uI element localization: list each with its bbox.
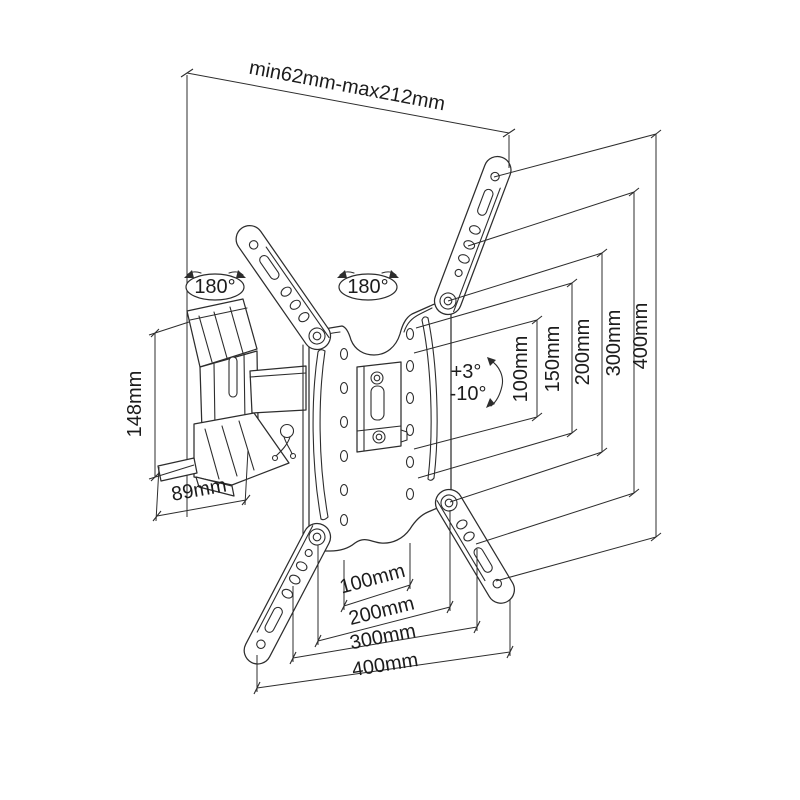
support-arm — [249, 344, 307, 541]
tilt-down-label: -10° — [450, 383, 487, 405]
vesa-hole-column-right — [405, 327, 415, 501]
wall-bracket — [186, 298, 259, 432]
swivel-right-label: 180° — [347, 276, 388, 298]
mounting-arm-bottom-left — [243, 522, 332, 665]
vesa-v-label-100: 100mm — [510, 336, 532, 403]
wall-depth-label: 89mm — [170, 474, 229, 505]
tilt-up-label: +3° — [451, 361, 482, 383]
vesa-plate — [308, 301, 452, 552]
swivel-indicator-left: 180° — [184, 270, 246, 301]
vesa-v-label-150: 150mm — [542, 326, 564, 393]
vesa-vertical-dimensions: 100mm 150mm 200mm 300mm 400mm — [413, 129, 662, 582]
tilt-arrowhead-up-icon — [487, 357, 496, 366]
wall-bracket-bottom — [157, 412, 290, 497]
vesa-h-label-100: 100mm — [337, 560, 407, 599]
tilt-indicator: +3° -10° — [450, 357, 504, 408]
depth-range-label: min62mm-max212mm — [247, 57, 447, 116]
wall-bracket-foot — [157, 457, 198, 482]
curved-slot-left — [312, 349, 329, 521]
vesa-hole-column-left — [339, 347, 349, 527]
vesa-v-label-400: 400mm — [630, 303, 652, 370]
mounting-arm-top-left — [235, 224, 332, 351]
bracket-slot — [228, 356, 238, 398]
tilt-arrowhead-down-icon — [486, 398, 495, 408]
tilt-mechanism — [356, 361, 408, 453]
safety-clip — [271, 423, 297, 462]
height-dimension: 148mm — [124, 321, 195, 482]
vesa-v-label-300: 300mm — [603, 310, 625, 377]
swivel-arrowhead-icon — [184, 270, 194, 278]
swivel-arrowhead-icon — [389, 270, 399, 278]
swivel-arrowhead-icon — [236, 270, 246, 278]
vesa-h-label-400: 400mm — [350, 649, 419, 681]
mounting-arm-bottom-right — [434, 488, 515, 604]
depth-range-dimension: min62mm-max212mm — [180, 57, 516, 168]
curved-slot-right — [421, 316, 438, 481]
height-label: 148mm — [124, 371, 146, 438]
wall-bracket-top-cover — [186, 298, 258, 368]
vesa-v-label-200: 200mm — [572, 319, 594, 386]
swivel-indicator-right: 180° — [337, 270, 399, 301]
tilt-arrow-arc — [489, 359, 504, 407]
swivel-left-label: 180° — [194, 276, 235, 298]
swivel-arrowhead-icon — [337, 270, 347, 278]
